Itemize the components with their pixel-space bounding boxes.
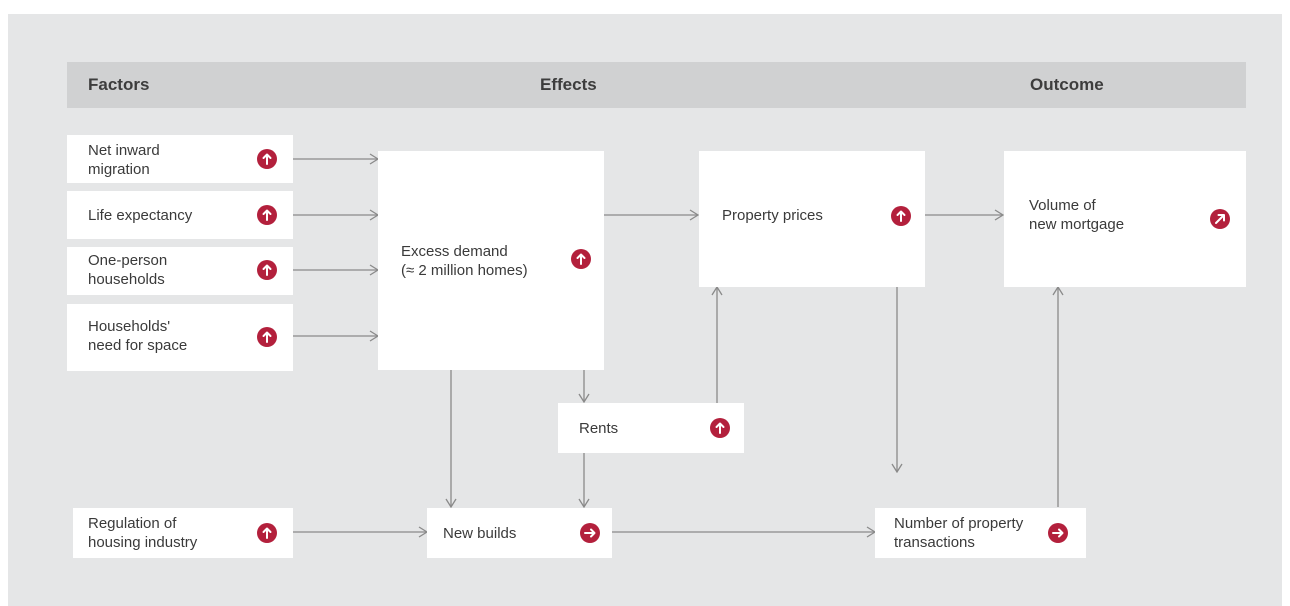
arrow-up-icon (891, 206, 911, 226)
header-outcome: Outcome (1030, 75, 1104, 94)
node-life-expectancy: Life expectancy (67, 191, 293, 239)
node-one-person-households: One-person households (67, 247, 293, 295)
node-label: Volume of new mortgage (1029, 197, 1125, 233)
arrow-right-icon (580, 523, 600, 543)
node-net-inward-migration: Net inward migration (67, 135, 293, 183)
node-label: Households' need for space (88, 318, 188, 354)
node-label: One-person households (88, 252, 168, 288)
node-label: Net inward migration (88, 142, 160, 178)
arrow-up-icon (257, 523, 277, 543)
arrow-up-icon (257, 205, 277, 225)
node-label: Property prices (722, 207, 823, 224)
node-volume-of-new-mortgage: Volume of new mortgage (1004, 151, 1246, 287)
arrow-up-right-icon (1210, 209, 1230, 229)
arrow-up-icon (571, 249, 591, 269)
node-label: Rents (579, 420, 619, 437)
node-rents: Rents (558, 403, 744, 453)
node-label: New builds (443, 525, 517, 542)
node-label: Regulation of housing industry (88, 515, 198, 551)
node-property-prices: Property prices (699, 151, 925, 287)
node-number-of-property-transactions: Number of property transactions (875, 508, 1086, 558)
arrow-up-icon (257, 260, 277, 280)
node-label: Number of property transactions (894, 515, 1024, 551)
header-effects: Effects (540, 75, 597, 94)
node-excess-demand: Excess demand (≈ 2 million homes) (378, 151, 604, 370)
node-households-need-for-space: Households' need for space (67, 304, 293, 371)
node-regulation-of-housing-industry: Regulation of housing industry (73, 508, 293, 558)
header-bar (67, 62, 1246, 108)
header-factors: Factors (88, 75, 150, 94)
arrow-up-icon (257, 327, 277, 347)
arrow-right-icon (1048, 523, 1068, 543)
node-new-builds: New builds (427, 508, 612, 558)
arrow-up-icon (710, 418, 730, 438)
node-label: Excess demand (≈ 2 million homes) (401, 243, 528, 279)
arrow-up-icon (257, 149, 277, 169)
node-label: Life expectancy (88, 207, 193, 224)
